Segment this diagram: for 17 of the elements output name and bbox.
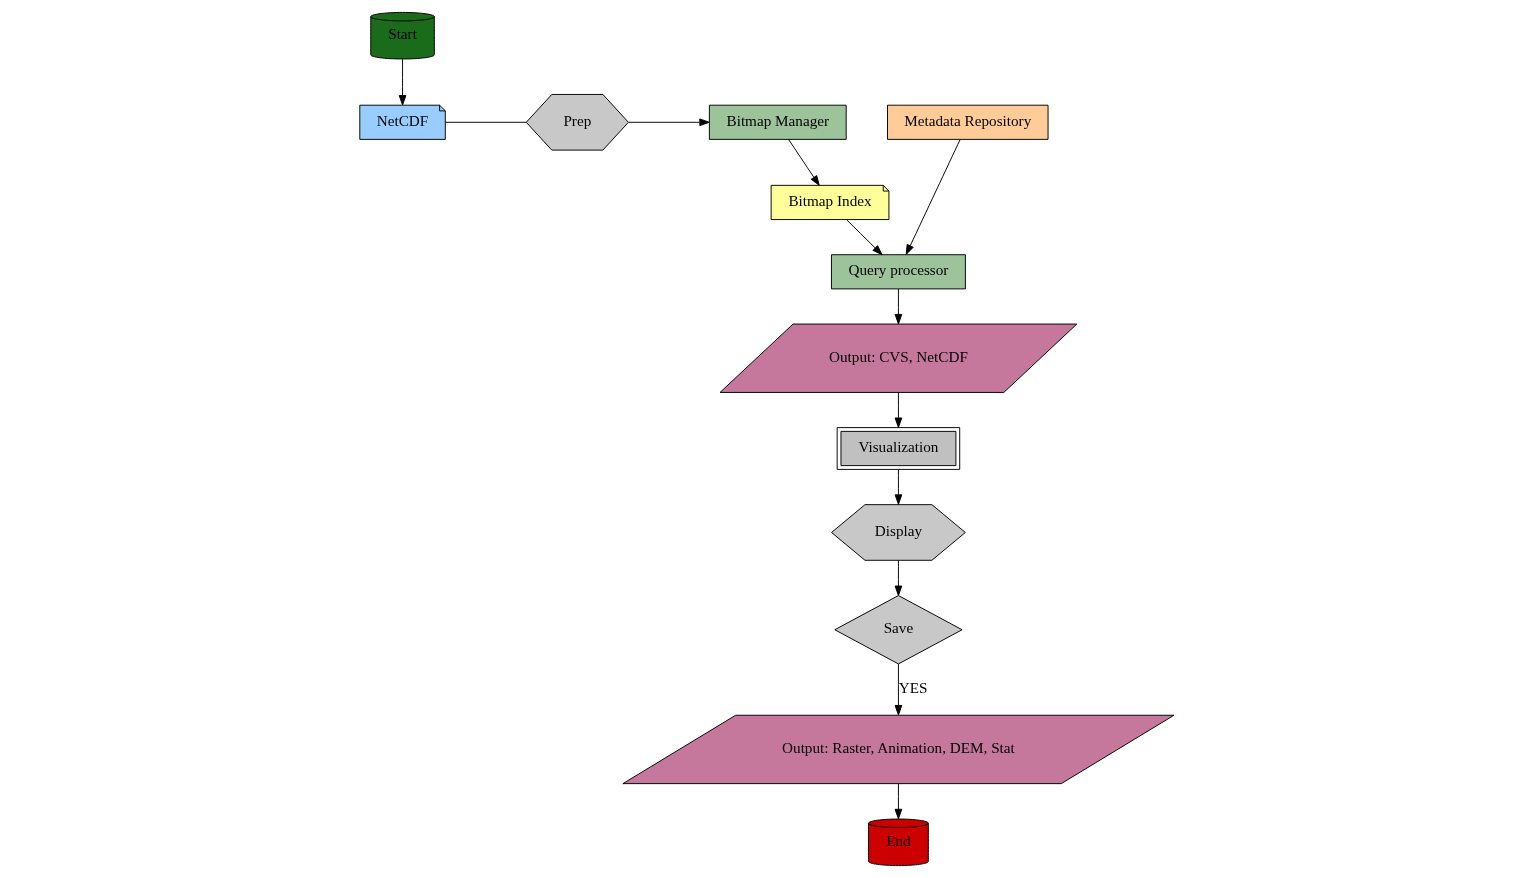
arrow xyxy=(905,139,961,255)
node-box: Query processor xyxy=(830,254,966,290)
node-diamond: Save xyxy=(833,595,963,665)
arrow xyxy=(787,139,820,186)
arrow xyxy=(894,469,902,505)
edge-label: YES xyxy=(898,679,928,697)
node-box: Bitmap Manager xyxy=(708,104,847,140)
arrow xyxy=(894,663,902,716)
arrow xyxy=(894,783,902,820)
arrow xyxy=(398,58,406,106)
arrow xyxy=(894,560,902,597)
arrow xyxy=(894,288,902,325)
arrow xyxy=(894,392,902,428)
arrow xyxy=(845,219,882,256)
node-box: Metadata Repository xyxy=(886,104,1049,140)
connector xyxy=(444,121,527,123)
arrow xyxy=(627,118,710,127)
